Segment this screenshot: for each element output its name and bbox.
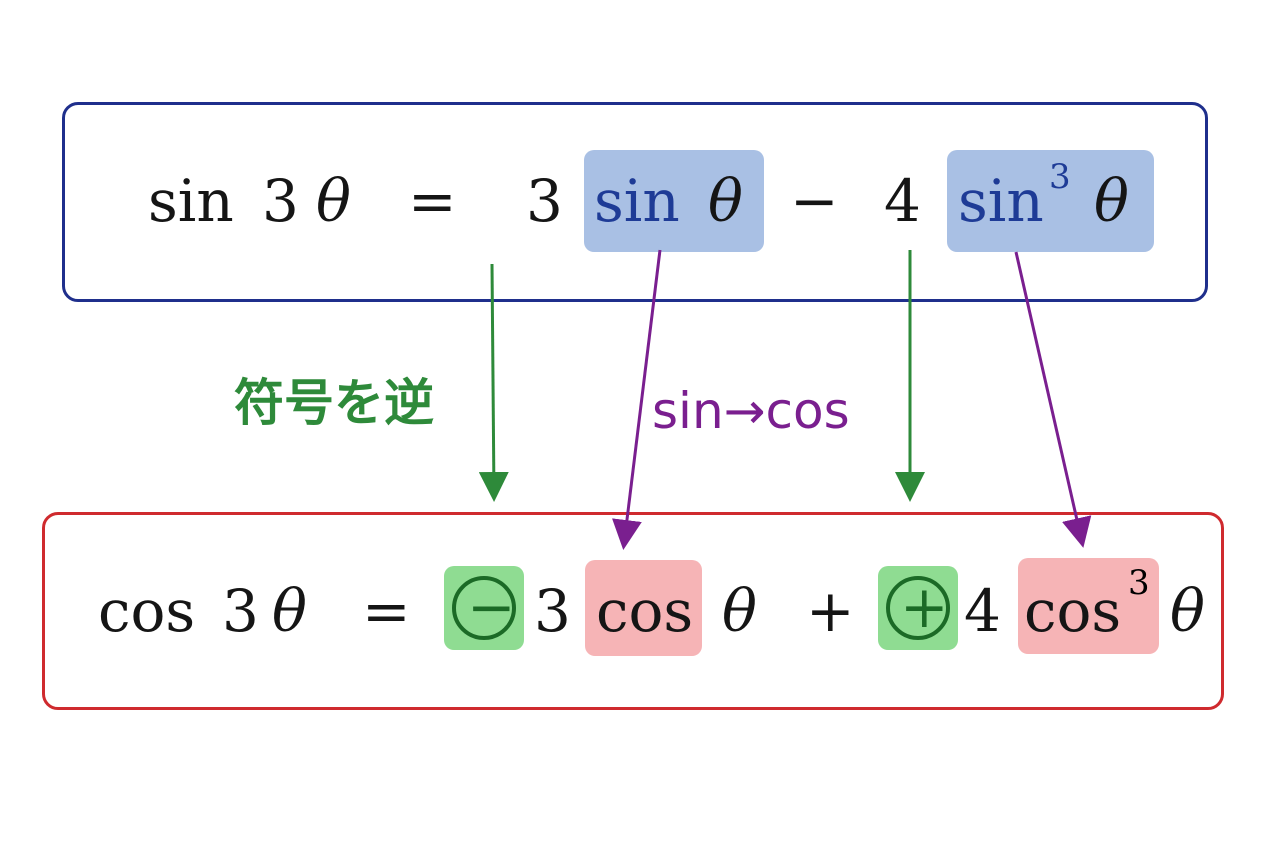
circled-plus-icon <box>886 576 950 640</box>
circled-minus-icon <box>452 576 516 640</box>
cos-cubed-highlight <box>1018 558 1159 654</box>
cos-coef2: 4 <box>964 577 1001 645</box>
cos-plus: + <box>806 577 855 645</box>
cos-lhs-theta: θ <box>272 577 307 645</box>
sin-term1-theta: θ <box>708 167 743 235</box>
sin-coef1: 3 <box>526 167 563 235</box>
sin-lhs-coef: 3 <box>262 167 299 235</box>
cos-lhs-coef: 3 <box>222 577 259 645</box>
sin-term1-fn: sin <box>594 167 680 235</box>
cos-term2-exponent: 3 <box>1128 563 1150 603</box>
sin-theta-highlight <box>584 150 764 252</box>
purple-arrow-1 <box>612 249 662 550</box>
cos-sign2: + <box>900 573 949 641</box>
sin-minus: − <box>790 167 839 235</box>
sin-term2-exponent: 3 <box>1049 157 1071 197</box>
sin-lhs-theta: θ <box>316 167 351 235</box>
purple-arrow-2 <box>1014 251 1092 548</box>
sin-lhs-fn: sin <box>148 167 234 235</box>
sin-coef2: 4 <box>884 167 921 235</box>
cos-term2-fn: cos <box>1024 577 1122 645</box>
sin-equals: = <box>408 167 457 235</box>
sin-cubed-highlight <box>947 150 1154 252</box>
sin-term2-theta: θ <box>1094 167 1129 235</box>
cos-theta-highlight <box>585 560 702 656</box>
green-arrow-1 <box>478 263 509 502</box>
cos-sign1: − <box>467 573 516 641</box>
sin-term2-fn: sin <box>958 167 1044 235</box>
cos-term2-theta: θ <box>1170 577 1205 645</box>
cos-term1-theta: θ <box>722 577 757 645</box>
cos-coef1: 3 <box>534 577 571 645</box>
cos-equals: = <box>362 577 411 645</box>
cos-lhs-fn: cos <box>98 577 196 645</box>
sin-to-cos-label: sin→cos <box>652 382 850 440</box>
sign-reverse-label: 符号を逆 <box>234 374 434 432</box>
cos-term1-fn: cos <box>596 577 694 645</box>
